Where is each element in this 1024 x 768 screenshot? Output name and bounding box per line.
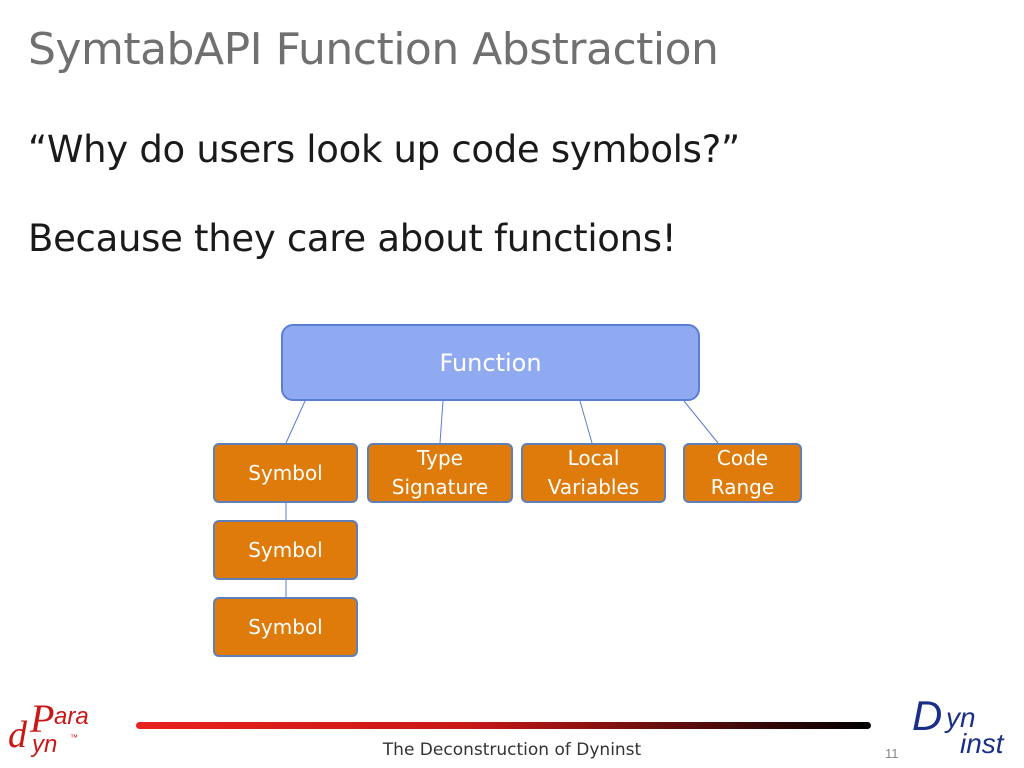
symbol-node: Symbol xyxy=(213,443,358,503)
type-signature-node: Type Signature xyxy=(367,443,513,503)
page-number: 11 xyxy=(885,746,899,761)
connector-function-local-variables xyxy=(579,400,593,444)
dyninst-logo-d: D xyxy=(912,692,943,739)
paradyn-logo-d: d xyxy=(8,714,27,756)
paradyn-logo: P ara d yn ™ xyxy=(8,696,100,763)
footer-text: The Deconstruction of Dyninst xyxy=(382,740,642,760)
type-signature-line2: Signature xyxy=(391,475,489,499)
code-range-line2: Range xyxy=(710,475,775,499)
code-range-line1: Code xyxy=(716,446,769,470)
slide-title: SymtabAPI Function Abstraction xyxy=(28,24,719,75)
symbol-node-label: Symbol xyxy=(248,460,323,485)
footer-divider xyxy=(136,722,871,729)
dyninst-logo-inst: inst xyxy=(960,728,1004,759)
symbol-node-2: Symbol xyxy=(213,520,358,580)
connector-function-symbol xyxy=(285,400,306,444)
local-variables-line1: Local xyxy=(567,446,620,470)
paradyn-logo-yn: yn xyxy=(32,731,58,758)
bullet-question: “Why do users look up code symbols?” xyxy=(28,128,740,171)
code-range-node: Code Range xyxy=(683,443,802,503)
local-variables-node: Local Variables xyxy=(521,443,666,503)
dyninst-logo: D yn inst xyxy=(908,692,1018,764)
paradyn-logo-ara: ara xyxy=(54,703,89,730)
dyninst-logo-yn: yn xyxy=(946,702,976,733)
bullet-answer: Because they care about functions! xyxy=(28,217,677,260)
type-signature-line1: Type xyxy=(417,446,463,470)
connector-function-code-range xyxy=(683,400,719,444)
function-node: Function xyxy=(281,324,700,401)
paradyn-logo-tm: ™ xyxy=(70,733,78,742)
connector-function-type-signature xyxy=(439,400,444,444)
symbol-node-3: Symbol xyxy=(213,597,358,657)
paradyn-logo-p: P xyxy=(30,696,55,741)
local-variables-line2: Variables xyxy=(547,475,640,499)
